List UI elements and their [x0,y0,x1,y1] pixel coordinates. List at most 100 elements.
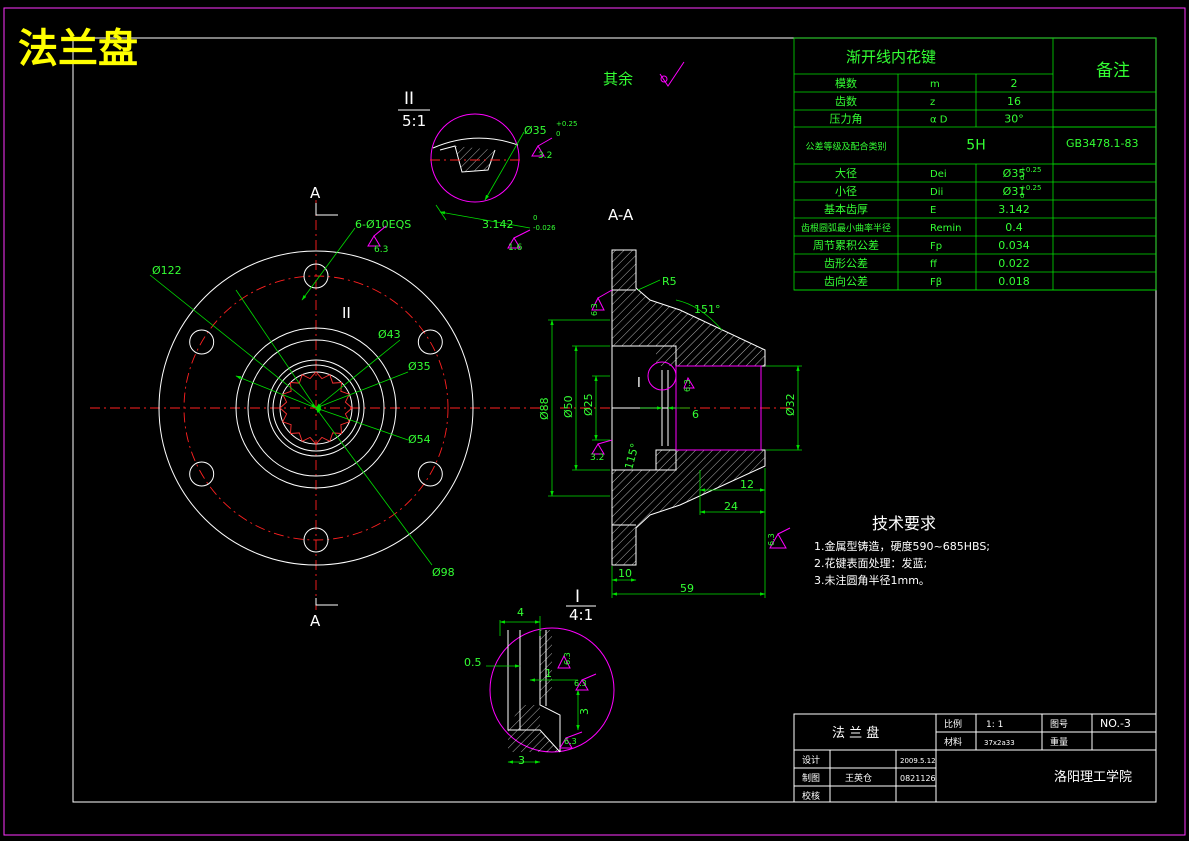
dim-10: 10 [618,567,632,580]
detail-i-d3b: 3 [518,754,525,767]
svg-text:0: 0 [556,130,560,138]
drafter-label: 制图 [802,772,820,784]
detail-i-d05: 0.5 [464,656,482,669]
material-label: 材料 [944,736,962,748]
spline-row-name: 模数 [835,77,857,90]
spline-profile [279,371,353,445]
drawing-no-label: 图号 [1050,719,1068,730]
dim-d88: Ø88 [538,397,551,420]
spline-row-name: 基本齿厚 [824,202,868,216]
roughness-symbol-icon [659,61,685,87]
dim-holes: 6-Ø10EQS [355,218,411,231]
detail-i-rough1: 6.3 [563,652,572,665]
outer-border [3,7,1186,836]
weight-label: 重量 [1050,736,1068,748]
rough-a: 6.3 [590,303,599,316]
spline-row-value: 3.142 [998,203,1030,216]
tech-req-item: 2.花键表面处理：发蓝; [814,556,927,570]
bolt-holes [189,263,443,553]
dim-d32: Ø32 [784,393,797,416]
spline-row-symbol: E [930,205,936,216]
svg-text:+0.25: +0.25 [1020,166,1041,174]
bolt-hole [189,461,215,487]
spline-row-name: 齿向公差 [824,274,868,288]
detail-i-rough3: 6.3 [564,737,577,746]
inner-border [72,37,1157,803]
svg-text:+0.25: +0.25 [1020,184,1041,192]
detail-ii-rough2: 1.6 [508,243,523,253]
spline-row-value: 5H [966,138,985,154]
finish-note: 其余 [603,61,685,88]
spline-row-value: 0.022 [998,257,1030,270]
dim-d98: Ø98 [432,566,455,579]
designer-label: 设计 [802,754,820,766]
spline-table-title: 渐开线内花键 [846,48,936,66]
scale-label: 比例 [944,718,962,730]
detail-i-label: I [575,587,580,607]
holes-roughness: 6.3 [374,245,388,255]
title-block: 法 兰 盘 比例 1: 1 图号 NO.-3 材料 37x2a33 重量 设计 … [793,713,1157,803]
section-mark-top: A [310,184,321,202]
dim-r5: R5 [662,275,677,288]
section-view-label: A-A [608,206,634,224]
dim-d25: Ø25 [582,393,595,416]
detail-i-d1: 1 [545,667,552,680]
scale-value: 1: 1 [986,720,1003,730]
bolt-hole [417,461,443,487]
bolt-circle [183,275,449,541]
drawing-title: 法兰盘 [18,26,138,72]
drawing-no: NO.-3 [1100,717,1131,730]
rough-c: 6.3 [683,379,692,392]
detail-ii-rough: 3.2 [538,151,552,161]
detail-ii: II 5:1 Ø35 +0.25 0 3.2 3.142 0 -0.026 1.… [398,89,577,253]
front-view: A A Ø122 6-Ø10EQS 6.3 Ø43 Ø35 Ø54 Ø98 II [90,184,545,630]
part-name: 法 兰 盘 [832,725,879,741]
rough-b: 3.2 [590,453,604,463]
dim-angle2: 115° [622,442,641,471]
detail-i-rough2: 6.3 [574,679,587,688]
dim-angle1: 151° [694,303,721,316]
spline-row-name: 齿数 [835,95,857,108]
spline-row-symbol: Dii [930,187,943,198]
tech-req-item: 1.金属型铸造，硬度590~685HBS; [814,539,990,553]
detail-ii-label: II [404,89,414,109]
spline-row-value: 0.034 [998,239,1030,252]
drafter-name: 王英仓 [845,772,872,784]
spline-table-remark: 备注 [1096,61,1130,81]
spline-teeth [279,371,353,445]
detail-i-d4: 4 [517,606,524,619]
spline-row-value: 0.4 [1005,221,1023,234]
detail-ii-dim: 3.142 [482,218,514,231]
svg-text:0: 0 [1020,174,1024,182]
spline-row-symbol: α D [930,115,948,126]
dim-24: 24 [724,500,738,513]
detail-mark-i: I [637,376,641,391]
outer-flange-circle [158,250,474,566]
spline-row-value: Ø35 [1003,167,1026,180]
spline-row-symbol: Dei [930,169,947,180]
drafter-id: 0821126 [900,774,936,783]
spline-row-name: 压力角 [830,113,863,126]
spline-row-value: 2 [1011,77,1018,90]
dim-d43: Ø43 [378,328,401,341]
spline-row-name: 公差等级及配合类别 [805,141,886,153]
tech-req-item: 3.未注圆角半径1mm。 [814,573,930,587]
spline-row-name: 大径 [835,166,857,180]
material-value: 37x2a33 [984,739,1015,747]
bolt-hole [189,329,215,355]
rough-d: 6.3 [767,533,776,546]
svg-text:+0.25: +0.25 [556,120,577,128]
svg-text:0: 0 [533,214,537,222]
school-name: 洛阳理工学院 [1054,769,1132,785]
spline-row-symbol: ff [930,259,938,270]
bolt-hole [303,263,329,289]
svg-text:0: 0 [1020,192,1024,200]
spline-row-value: 16 [1007,95,1021,108]
bolt-hole [303,527,329,553]
dim-d122: Ø122 [152,264,182,277]
spline-row-value: 0.018 [998,275,1030,288]
spline-row-name: 小径 [835,185,857,198]
section-mark-bottom: A [310,612,321,630]
